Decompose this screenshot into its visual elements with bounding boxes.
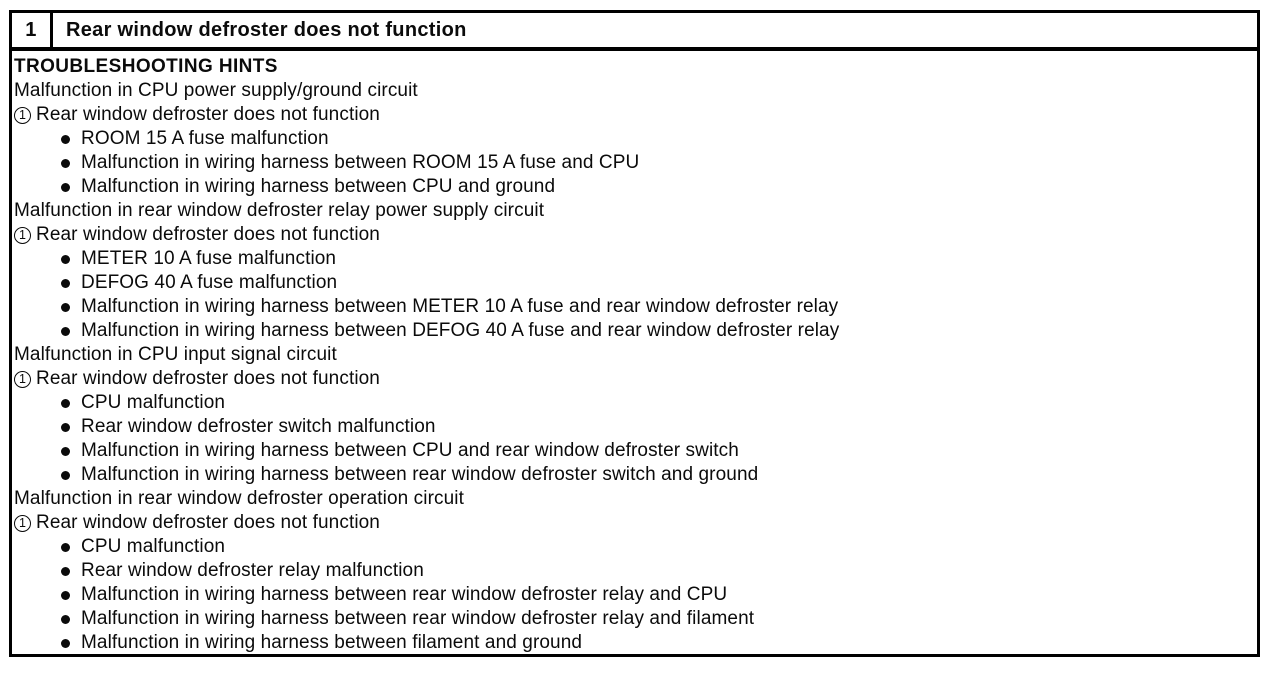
symptom-text: Rear window defroster does not function <box>36 224 380 245</box>
bullet-text: Malfunction in wiring harness between re… <box>81 464 759 485</box>
bullet-item: Malfunction in wiring harness between RO… <box>14 151 1251 175</box>
bullet-icon <box>61 639 70 648</box>
cause-line: Malfunction in CPU input signal circuit <box>14 344 337 365</box>
bullet-text: Malfunction in wiring harness between re… <box>81 584 728 605</box>
bullet-item: Malfunction in wiring harness between re… <box>14 583 1251 607</box>
bullet-text: METER 10 A fuse malfunction <box>81 248 337 269</box>
bullet-icon <box>61 255 70 264</box>
bullet-icon <box>61 567 70 576</box>
bullet-icon <box>61 159 70 168</box>
bullet-text: Malfunction in wiring harness between CP… <box>81 440 739 461</box>
bullet-text: Malfunction in wiring harness between DE… <box>81 320 840 341</box>
bullet-icon <box>61 279 70 288</box>
bullet-text: DEFOG 40 A fuse malfunction <box>81 272 338 293</box>
symptom-text: Rear window defroster does not function <box>36 512 380 533</box>
bullet-item: Malfunction in wiring harness between fi… <box>14 631 1251 655</box>
bullet-item: Malfunction in wiring harness between re… <box>14 463 1251 487</box>
bullet-item: CPU malfunction <box>14 391 1251 415</box>
bullet-icon <box>61 447 70 456</box>
hints-heading: TROUBLESHOOTING HINTS <box>14 56 278 77</box>
bullet-text: Malfunction in wiring harness between RO… <box>81 152 640 173</box>
symptom-line: 1 Rear window defroster does not functio… <box>14 511 1251 535</box>
bullet-item: Malfunction in wiring harness between ME… <box>14 295 1251 319</box>
bullet-item: Malfunction in wiring harness between DE… <box>14 319 1251 343</box>
symptom-text: Rear window defroster does not function <box>36 368 380 389</box>
bullet-icon <box>61 423 70 432</box>
hint-section: Malfunction in CPU input signal circuit … <box>14 343 1251 487</box>
bullet-item: CPU malfunction <box>14 535 1251 559</box>
symptom-line: 1 Rear window defroster does not functio… <box>14 103 1251 127</box>
symptom-number-cell: 1 <box>12 13 53 47</box>
bullet-item: METER 10 A fuse malfunction <box>14 247 1251 271</box>
bullet-item: Malfunction in wiring harness between CP… <box>14 175 1251 199</box>
bullet-icon <box>61 399 70 408</box>
bullet-item: Rear window defroster switch malfunction <box>14 415 1251 439</box>
symptom-line: 1 Rear window defroster does not functio… <box>14 367 1251 391</box>
bullet-text: Malfunction in wiring harness between ME… <box>81 296 839 317</box>
bullet-item: Rear window defroster relay malfunction <box>14 559 1251 583</box>
bullet-item: Malfunction in wiring harness between re… <box>14 607 1251 631</box>
bullet-icon <box>61 471 70 480</box>
table-title: Rear window defroster does not function <box>66 18 467 41</box>
bullet-text: ROOM 15 A fuse malfunction <box>81 128 329 149</box>
symptom-line: 1 Rear window defroster does not functio… <box>14 223 1251 247</box>
table-header-row: 1 Rear window defroster does not functio… <box>12 13 1257 51</box>
hint-section: Malfunction in rear window defroster rel… <box>14 199 1251 343</box>
bullet-text: Rear window defroster relay malfunction <box>81 560 424 581</box>
bullet-text: CPU malfunction <box>81 536 226 557</box>
bullet-icon <box>61 615 70 624</box>
bullet-item: ROOM 15 A fuse malfunction <box>14 127 1251 151</box>
circled-number-icon: 1 <box>14 370 31 388</box>
hint-section: Malfunction in rear window defroster ope… <box>14 487 1251 655</box>
circled-number-icon: 1 <box>14 514 31 532</box>
cause-line: Malfunction in CPU power supply/ground c… <box>14 80 418 101</box>
table-body: TROUBLESHOOTING HINTS Malfunction in CPU… <box>12 51 1257 655</box>
bullet-text: Malfunction in wiring harness between re… <box>81 608 755 629</box>
troubleshooting-table: 1 Rear window defroster does not functio… <box>9 10 1260 657</box>
bullet-icon <box>61 183 70 192</box>
bullet-icon <box>61 327 70 336</box>
cause-line: Malfunction in rear window defroster rel… <box>14 200 545 221</box>
bullet-text: CPU malfunction <box>81 392 226 413</box>
bullet-icon <box>61 135 70 144</box>
bullet-icon <box>61 543 70 552</box>
bullet-icon <box>61 591 70 600</box>
cause-line: Malfunction in rear window defroster ope… <box>14 488 464 509</box>
bullet-text: Malfunction in wiring harness between fi… <box>81 632 583 653</box>
symptom-text: Rear window defroster does not function <box>36 104 380 125</box>
bullet-item: Malfunction in wiring harness between CP… <box>14 439 1251 463</box>
circled-number-icon: 1 <box>14 106 31 124</box>
bullet-text: Malfunction in wiring harness between CP… <box>81 176 556 197</box>
hint-section: Malfunction in CPU power supply/ground c… <box>14 79 1251 199</box>
circled-number-icon: 1 <box>14 226 31 244</box>
bullet-item: DEFOG 40 A fuse malfunction <box>14 271 1251 295</box>
bullet-icon <box>61 303 70 312</box>
bullet-text: Rear window defroster switch malfunction <box>81 416 436 437</box>
